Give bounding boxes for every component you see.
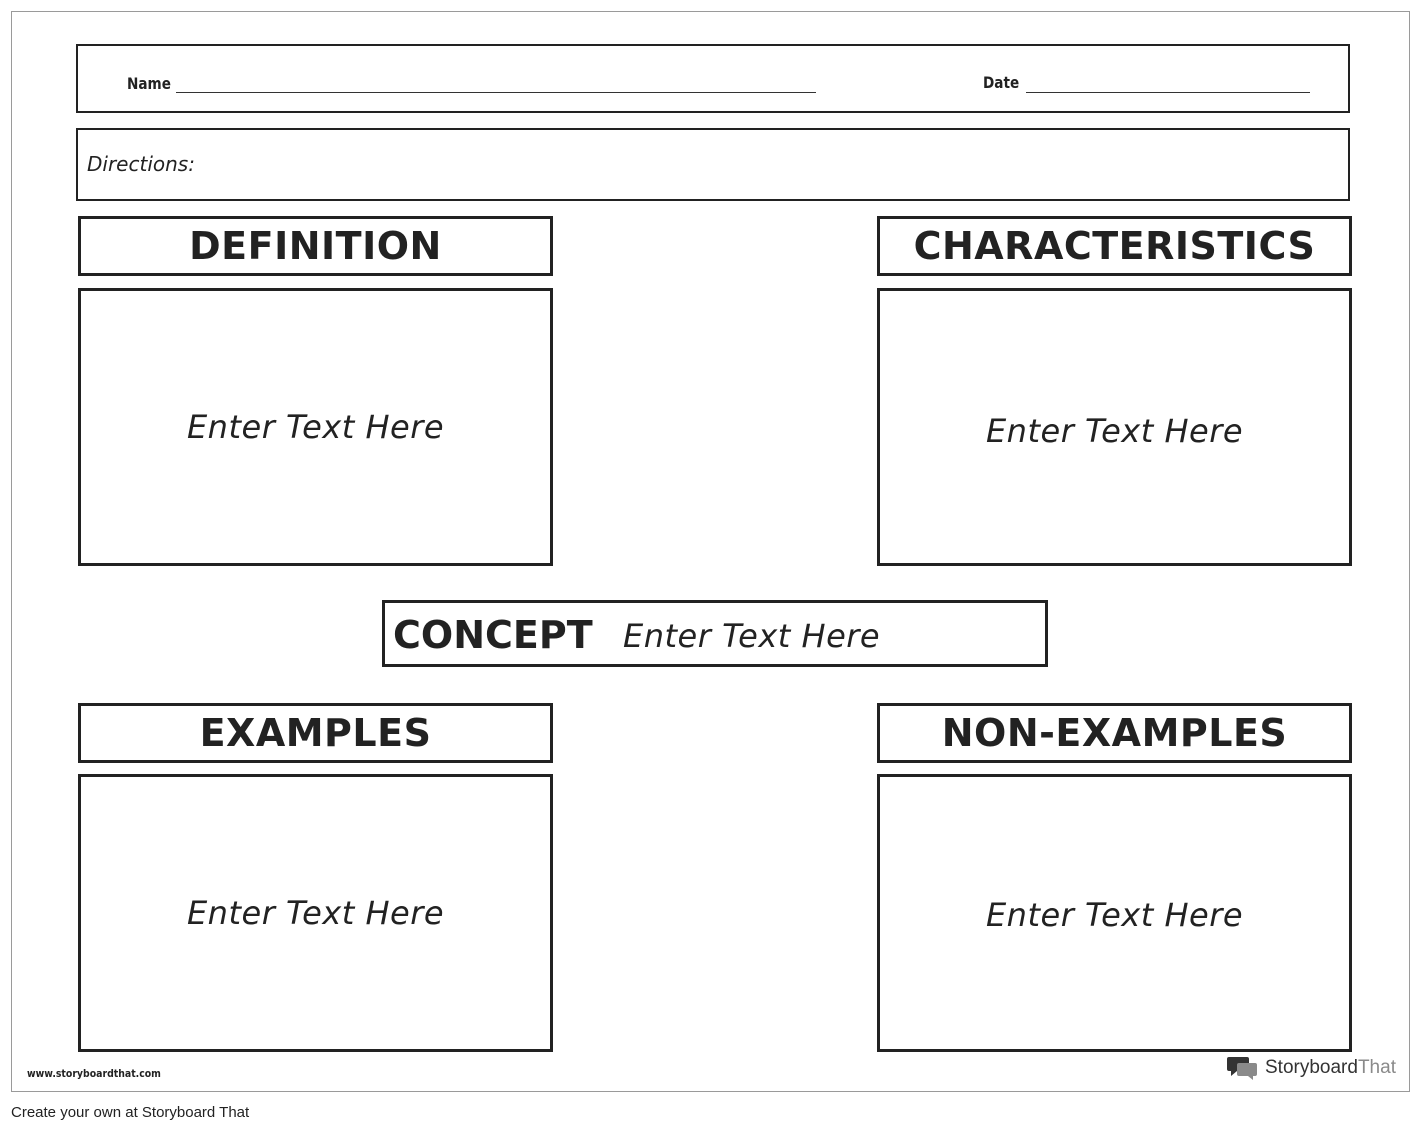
characteristics-heading: CHARACTERISTICS <box>877 216 1352 276</box>
directions-label: Directions: <box>87 152 195 176</box>
concept-label: CONCEPT <box>393 613 593 657</box>
definition-heading: DEFINITION <box>78 216 553 276</box>
non-examples-placeholder: Enter Text Here <box>985 896 1244 934</box>
definition-title: DEFINITION <box>189 224 442 268</box>
name-field[interactable] <box>176 92 816 93</box>
create-your-own-link[interactable]: Create your own at Storyboard That <box>11 1104 250 1121</box>
non-examples-heading: NON-EXAMPLES <box>877 703 1352 763</box>
concept-box[interactable]: CONCEPT Enter Text Here <box>382 600 1048 667</box>
date-field[interactable] <box>1026 92 1310 93</box>
name-label: Name <box>127 74 171 93</box>
non-examples-title: NON-EXAMPLES <box>941 711 1288 755</box>
examples-title: EXAMPLES <box>199 711 432 755</box>
examples-placeholder: Enter Text Here <box>186 894 445 932</box>
directions-box[interactable]: Directions: <box>76 128 1350 201</box>
brand-name: StoryboardThat <box>1265 1057 1396 1079</box>
characteristics-placeholder: Enter Text Here <box>985 412 1244 450</box>
speech-bubbles-icon <box>1227 1057 1257 1080</box>
definition-box[interactable]: Enter Text Here <box>78 288 553 566</box>
examples-heading: EXAMPLES <box>78 703 553 763</box>
brand-name-part1: Storyboard <box>1265 1057 1358 1078</box>
storyboardthat-logo[interactable]: StoryboardThat <box>1227 1055 1396 1081</box>
characteristics-title: CHARACTERISTICS <box>913 224 1316 268</box>
non-examples-box[interactable]: Enter Text Here <box>877 774 1352 1052</box>
name-date-box: Name Date <box>76 44 1350 113</box>
characteristics-box[interactable]: Enter Text Here <box>877 288 1352 566</box>
date-label: Date <box>983 73 1020 92</box>
brand-name-part2: That <box>1357 1057 1396 1078</box>
concept-placeholder: Enter Text Here <box>623 617 881 655</box>
definition-placeholder: Enter Text Here <box>186 408 445 446</box>
examples-box[interactable]: Enter Text Here <box>78 774 553 1052</box>
footer-url[interactable]: www.storyboardthat.com <box>27 1067 161 1080</box>
